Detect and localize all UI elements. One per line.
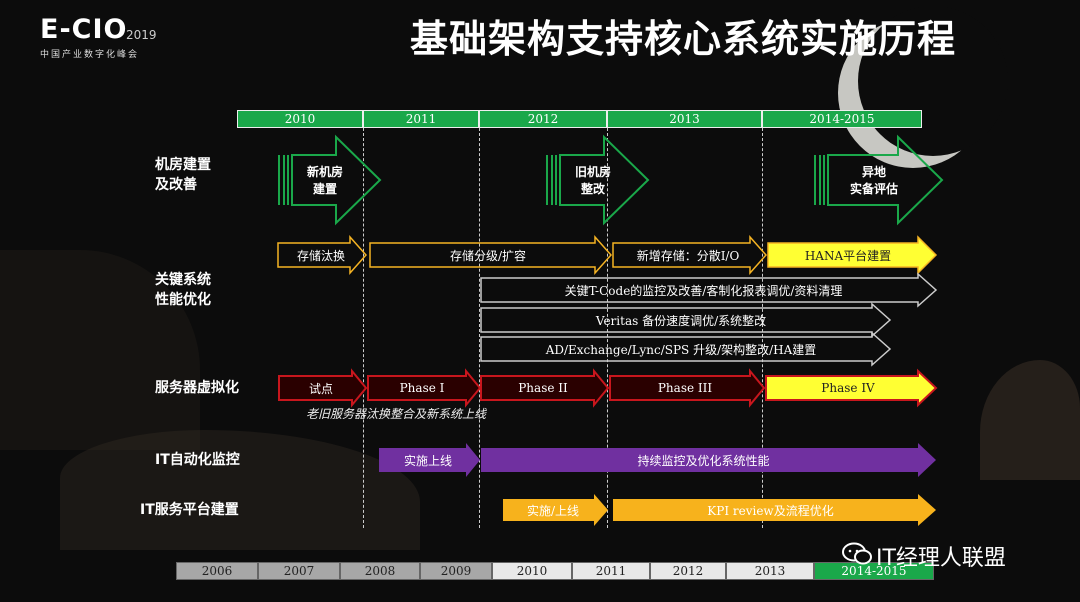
storage-arrow-4 xyxy=(767,235,938,275)
bottom-year-2012: 2012 xyxy=(650,562,726,580)
virt-note: 老旧服务器汰换整合及新系统上线 xyxy=(306,407,487,421)
page-title: 基础架构支持核心系统实施历程 xyxy=(410,17,957,61)
watermark-text: IT经理人联盟 xyxy=(876,546,1006,571)
year-divider xyxy=(607,128,608,528)
perf-label-2: Veritas 备份速度调优/系统整改 xyxy=(595,313,767,328)
service-label-1: 实施/上线 xyxy=(526,503,580,518)
year-header-2011: 2011 xyxy=(363,110,479,128)
storage-label-2: 存储分级/扩容 xyxy=(449,248,527,263)
datacenter-label-2: 旧机房 整改 xyxy=(574,165,611,196)
year-header-2013: 2013 xyxy=(607,110,762,128)
automation-label-1: 实施上线 xyxy=(403,453,452,468)
bottom-year-2008: 2008 xyxy=(340,562,420,580)
service-arrow-2 xyxy=(613,494,936,526)
year-header-2014-2015: 2014-2015 xyxy=(762,110,922,128)
virt-label-4: Phase III xyxy=(657,381,713,395)
automation-label-2: 持续监控及优化系统性能 xyxy=(637,453,770,468)
virt-label-5: Phase IV xyxy=(821,381,875,395)
perf-bar-3 xyxy=(480,331,892,367)
year-divider xyxy=(363,128,364,528)
virt-label-3: Phase II xyxy=(518,381,568,395)
mountain-decoration xyxy=(980,360,1080,480)
storage-label-1: 存储汰换 xyxy=(296,248,345,263)
virt-arrow-4 xyxy=(609,368,766,408)
row-label-service-platform: IT服务平台建置 xyxy=(140,502,239,518)
virt-arrow-3 xyxy=(480,368,610,408)
storage-label-4: HANA平台建置 xyxy=(804,248,892,263)
virt-arrow-1 xyxy=(278,368,368,408)
automation-arrow-2 xyxy=(481,443,936,477)
bottom-year-2007: 2007 xyxy=(258,562,340,580)
row-label-performance: 关键系统 性能优化 xyxy=(155,272,211,308)
perf-bar-2 xyxy=(480,302,892,338)
datacenter-label-1: 新机房 建置 xyxy=(306,165,343,196)
year-header-2010: 2010 xyxy=(237,110,363,128)
virt-arrow-5 xyxy=(765,368,938,408)
virt-label-1: 试点 xyxy=(308,381,333,396)
wechat-icon xyxy=(842,542,872,565)
perf-label-3: AD/Exchange/Lync/SPS 升级/架构整改/HA建置 xyxy=(545,342,817,357)
service-arrow-1 xyxy=(503,494,608,526)
logo-subtitle: 中国产业数字化峰会 xyxy=(40,50,140,60)
bottom-year-2014-2015: 2014-2015 xyxy=(814,562,934,580)
datacenter-arrow-3 xyxy=(827,134,944,226)
logo-year: 2019 xyxy=(126,28,157,42)
automation-arrow-1 xyxy=(379,443,480,477)
storage-arrow-2 xyxy=(369,235,613,275)
bottom-year-2009: 2009 xyxy=(420,562,492,580)
year-divider xyxy=(479,128,480,528)
storage-label-3: 新增存储：分散I/O xyxy=(636,248,740,263)
year-header-2012: 2012 xyxy=(479,110,607,128)
virt-arrow-2 xyxy=(367,368,482,408)
service-label-2: KPI review及流程优化 xyxy=(707,503,834,518)
bottom-year-2013: 2013 xyxy=(726,562,814,580)
storage-arrow-3 xyxy=(612,235,768,275)
row-label-virtualization: 服务器虚拟化 xyxy=(155,380,239,396)
row-label-datacenter: 机房建置 及改善 xyxy=(155,157,211,193)
datacenter-label-3: 异地 实备评估 xyxy=(849,165,898,196)
datacenter-arrow-2 xyxy=(559,134,650,226)
bottom-year-2011: 2011 xyxy=(572,562,650,580)
virt-label-2: Phase I xyxy=(399,381,445,395)
storage-arrow-1 xyxy=(277,235,368,275)
logo-text: E-CIO xyxy=(40,14,128,45)
bottom-year-2010: 2010 xyxy=(492,562,572,580)
row-label-automation: IT自动化监控 xyxy=(155,452,240,468)
datacenter-arrow-1 xyxy=(291,134,382,226)
perf-label-1: 关键T-Code的监控及改善/客制化报表调优/资料清理 xyxy=(564,283,843,298)
moon-shadow xyxy=(858,6,1008,156)
perf-bar-1 xyxy=(480,272,938,308)
year-divider xyxy=(762,128,763,528)
bottom-year-2006: 2006 xyxy=(176,562,258,580)
